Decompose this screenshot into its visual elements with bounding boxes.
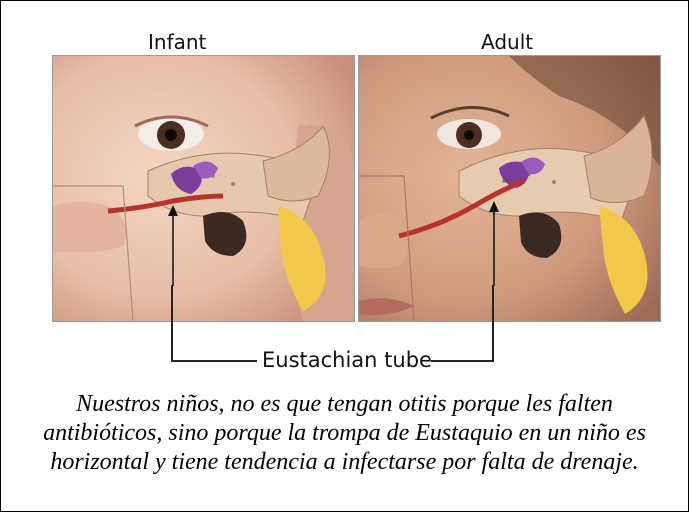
adult-panel — [358, 55, 661, 322]
caption-text: Nuestros niños, no es que tengan otitis … — [22, 390, 667, 477]
infant-callout-horizontal — [171, 360, 257, 362]
infant-label: Infant — [148, 30, 206, 54]
infant-illustration — [53, 56, 354, 321]
adult-nose — [359, 214, 408, 269]
eustachian-tube-label: Eustachian tube — [262, 348, 432, 372]
adult-label: Adult — [481, 30, 533, 54]
infant-callout-line — [171, 285, 173, 361]
infant-panel — [52, 55, 355, 322]
adult-illustration — [359, 56, 660, 321]
adult-callout-line — [492, 285, 494, 361]
adult-callout-horizontal — [431, 360, 494, 362]
